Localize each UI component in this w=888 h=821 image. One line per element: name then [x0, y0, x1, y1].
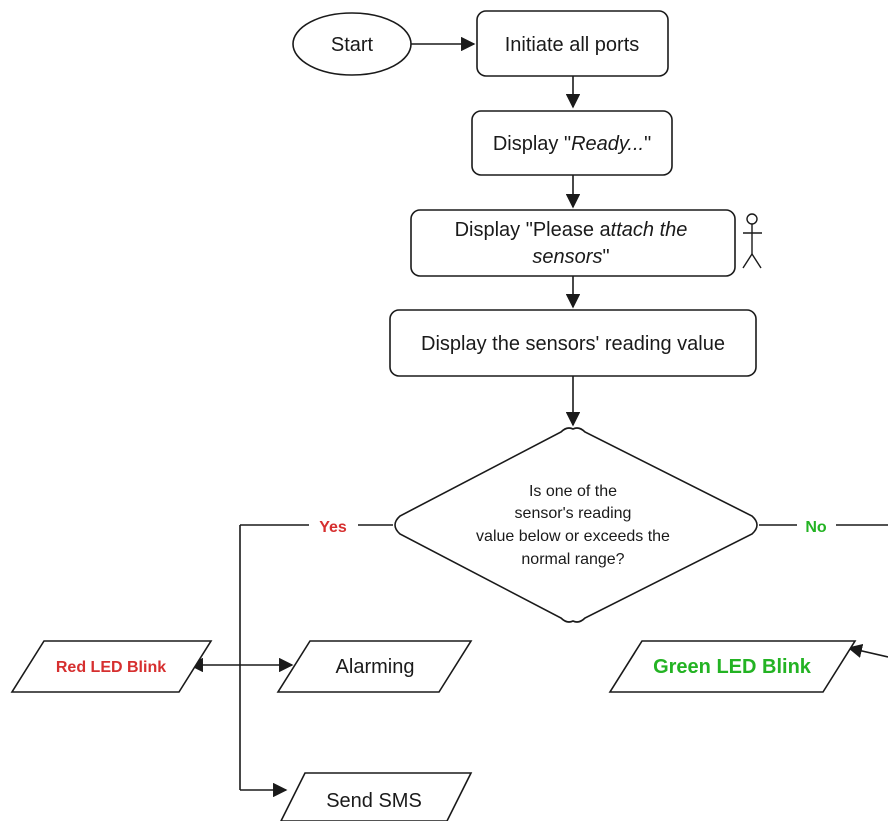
- init-ports-label: Initiate all ports: [505, 34, 640, 56]
- red-led-label: Red LED Blink: [56, 659, 166, 676]
- display-reading-label: Display the sensors' reading value: [421, 333, 725, 355]
- send-sms-node: [280, 772, 473, 821]
- green-led-node: [608, 640, 857, 693]
- red-led-node: [10, 640, 213, 693]
- no-label: No: [805, 519, 827, 536]
- alarming-label: Alarming: [336, 656, 415, 678]
- send-sms-label: Send SMS: [326, 790, 422, 812]
- decision-line-4: normal range?: [521, 551, 624, 568]
- edge-to-green-led: [847, 643, 888, 658]
- display-ready-node: [471, 110, 673, 176]
- decision-line-1: Is one of the: [529, 483, 617, 500]
- display-attach-line2: sensors": [532, 246, 609, 268]
- user-actor-icon: [742, 213, 762, 269]
- alarming-node: [276, 640, 473, 693]
- init-ports-node: [476, 10, 669, 77]
- start-node: [292, 12, 412, 76]
- green-led-label: Green LED Blink: [653, 656, 812, 678]
- yes-label: Yes: [319, 519, 347, 536]
- display-attach-line1: Display "Please attach the: [455, 219, 688, 241]
- decision-node: [394, 427, 758, 623]
- display-attach-node: [410, 209, 736, 277]
- decision-line-2: sensor's reading: [515, 505, 632, 522]
- display-reading-node: [389, 309, 757, 377]
- display-ready-label: Display "Ready...": [493, 133, 651, 155]
- start-label: Start: [331, 34, 374, 56]
- decision-line-3: value below or exceeds the: [476, 528, 670, 545]
